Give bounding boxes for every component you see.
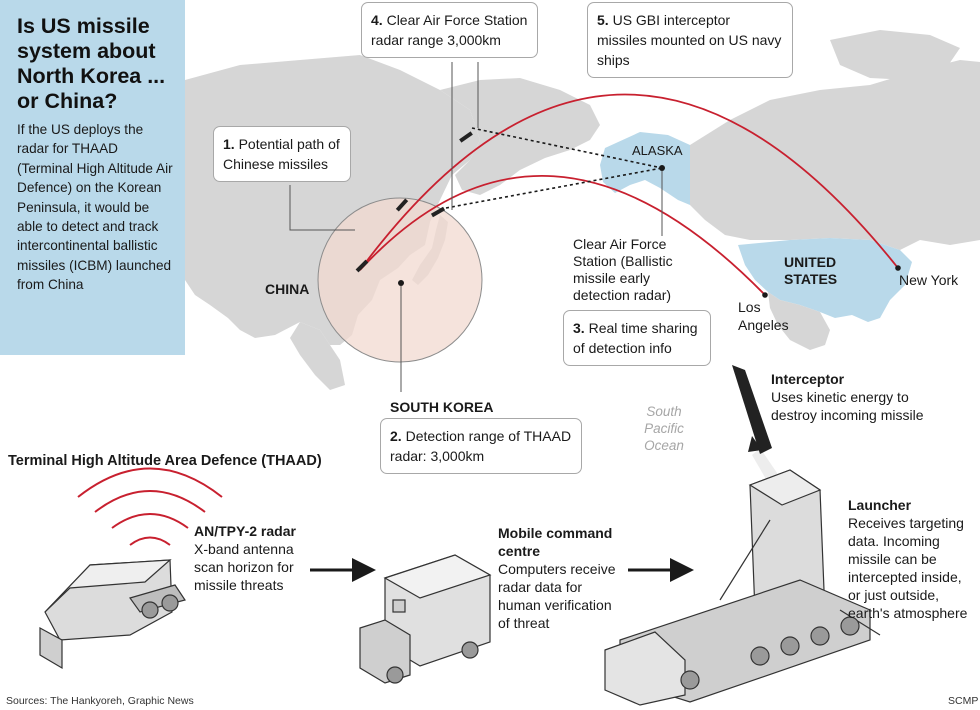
component-desc: Receives targeting data. Incoming missil… — [848, 515, 968, 621]
canada-landmass — [690, 60, 980, 250]
component-radar: AN/TPY-2 radar X-band antenna scan horiz… — [194, 522, 319, 594]
southeast-asia-landmass — [290, 322, 345, 390]
missile-marker — [430, 206, 446, 218]
title-panel: Is US missile system about North Korea .… — [0, 0, 185, 355]
radar-waves — [77, 467, 223, 546]
component-desc: Uses kinetic energy to destroy incoming … — [771, 389, 924, 423]
missile-marker — [355, 259, 369, 273]
component-desc: X-band antenna scan horizon for missile … — [194, 541, 294, 593]
component-name: Interceptor — [771, 371, 845, 387]
callout-clear-afs-range: 4. Clear Air Force Station radar range 3… — [361, 2, 538, 58]
siberia-landmass — [440, 78, 600, 195]
component-desc: Computers receive radar data for human v… — [498, 561, 616, 631]
callout-number: 2. — [390, 428, 402, 444]
leader-lines — [289, 62, 663, 392]
command-truck — [359, 554, 492, 684]
label-los-angeles: Los Angeles — [738, 299, 789, 333]
callout-text: Clear Air Force Station radar range 3,00… — [371, 12, 528, 48]
los-angeles-dot — [762, 292, 768, 298]
thaad-heading: Terminal High Altitude Area Defence (THA… — [8, 453, 322, 469]
leader-line-1 — [289, 185, 355, 231]
component-name: AN/TPY-2 radar — [194, 523, 296, 539]
callout-info-sharing: 3. Real time sharing of detection info — [563, 310, 711, 366]
missile-marker — [459, 131, 473, 143]
callout-number: 1. — [223, 136, 235, 152]
missile-path-to-los-angeles — [359, 175, 766, 296]
south-korea-dot — [398, 280, 404, 286]
callout-number: 5. — [597, 12, 609, 28]
missile-marker — [395, 198, 409, 212]
intro-text: If the US deploys the radar for THAAD (T… — [17, 122, 173, 293]
callout-text: US GBI interceptor missiles mounted on U… — [597, 12, 782, 68]
united-states-landmass — [738, 238, 912, 322]
alaska-radar-dot — [659, 165, 665, 171]
component-interceptor: Interceptor Uses kinetic energy to destr… — [771, 370, 941, 424]
callout-text: Potential path of Chinese missiles — [223, 136, 340, 172]
label-south-korea: SOUTH KOREA — [390, 399, 494, 415]
callout-number: 3. — [573, 320, 585, 336]
thaad-range-circle — [317, 197, 483, 363]
sources-note: Sources: The Hankyoreh, Graphic News — [6, 695, 194, 707]
callout-number: 4. — [371, 12, 383, 28]
greenland-landmass — [830, 30, 960, 80]
missile-paths — [359, 93, 899, 296]
launcher-truck — [604, 469, 881, 706]
mexico-landmass — [768, 292, 830, 350]
missile-path-to-new-york — [359, 93, 899, 271]
info-sharing-lines — [445, 127, 663, 209]
label-clear-afs: Clear Air Force Station (Ballistic missi… — [573, 236, 673, 303]
radar-vehicle — [39, 559, 186, 670]
new-york-dot — [895, 265, 901, 271]
component-launcher: Launcher Receives targeting data. Incomi… — [848, 496, 976, 622]
label-alaska: ALASKA — [632, 143, 683, 158]
credit-logo: SCMP — [948, 695, 979, 707]
component-name: Mobile command centre — [498, 525, 613, 559]
callout-potential-path: 1. Potential path of Chinese missiles — [213, 126, 351, 182]
component-command-centre: Mobile command centre Computers receive … — [498, 524, 623, 632]
dotted-line-lower — [445, 167, 663, 209]
label-ocean: South Pacific Ocean — [644, 404, 684, 453]
headline: Is US missile system about North Korea .… — [17, 14, 166, 113]
dotted-line-upper — [471, 127, 663, 169]
callout-detection-range: 2. Detection range of THAAD radar: 3,000… — [380, 418, 582, 474]
alaska-landmass — [600, 132, 690, 205]
label-united-states: UNITED STATES — [784, 254, 838, 287]
callout-gbi-interceptors: 5. US GBI interceptor missiles mounted o… — [587, 2, 793, 78]
callout-text: Real time sharing of detection info — [573, 320, 698, 356]
missile-markers — [355, 131, 473, 273]
label-new-york: New York — [899, 272, 959, 288]
component-name: Launcher — [848, 497, 912, 513]
label-china: CHINA — [265, 281, 310, 297]
callout-text: Detection range of THAAD radar: 3,000km — [390, 428, 572, 464]
